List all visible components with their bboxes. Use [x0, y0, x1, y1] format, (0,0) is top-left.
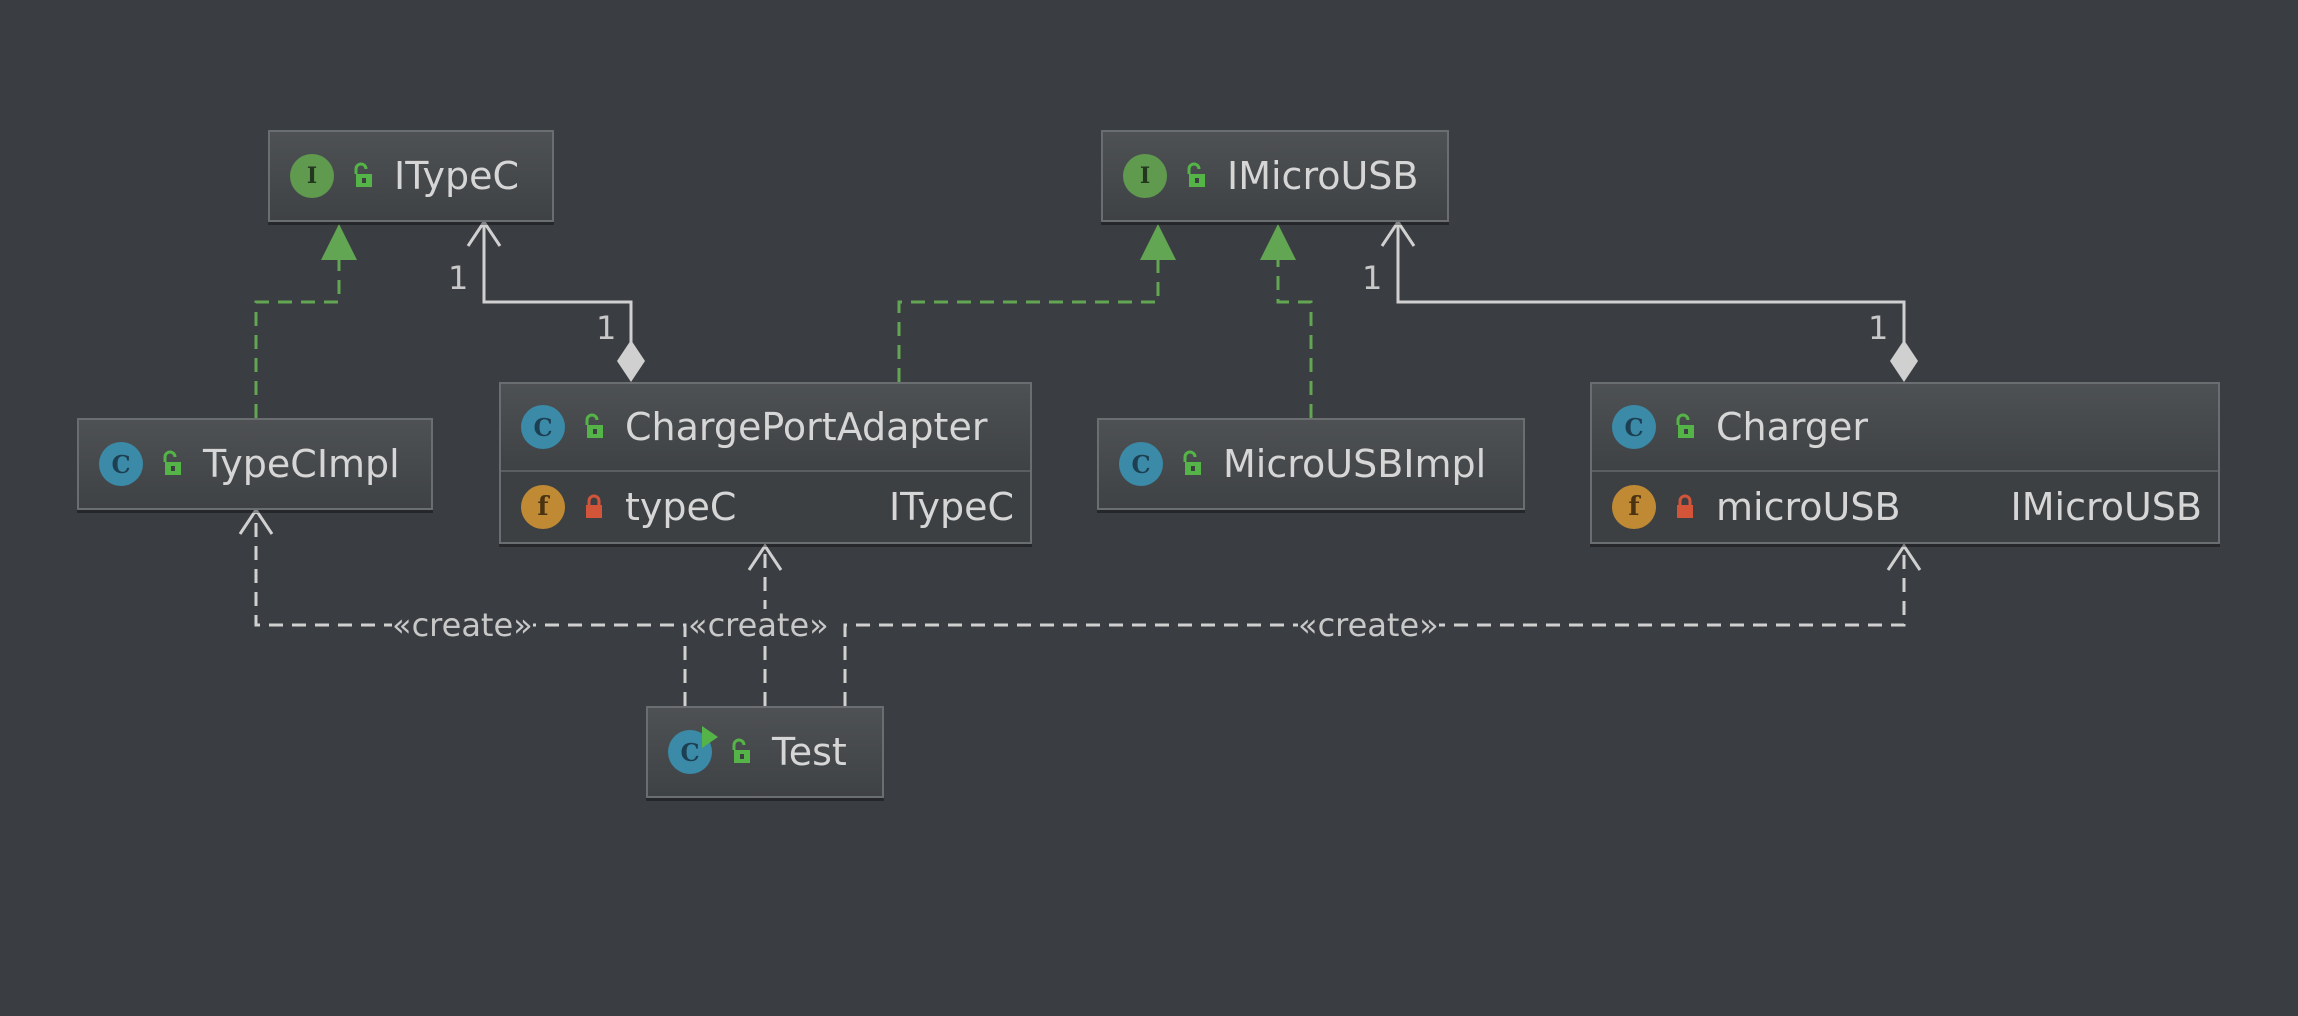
- class-icon: C: [668, 726, 718, 774]
- class-icon: C: [99, 442, 143, 486]
- node-test[interactable]: C Test: [646, 706, 884, 798]
- association-arrowhead-imicrousb: [1380, 219, 1416, 247]
- dependency-arrowhead-adapter: [747, 543, 783, 571]
- interface-icon: I: [1123, 154, 1167, 198]
- realization-arrowhead-imicrousb-b: [1260, 224, 1296, 260]
- node-title: TypeCImpl: [203, 442, 400, 486]
- realization-microusbimpl-imicrousb: [1276, 258, 1313, 418]
- locked-padlock-icon: [579, 492, 609, 522]
- realization-adapter-imicrousb: [897, 258, 1160, 382]
- node-title: ITypeC: [394, 154, 520, 198]
- multiplicity-itypec: 1: [448, 259, 469, 297]
- node-charger[interactable]: C Charger f microUSB IMicroUSB: [1590, 382, 2220, 544]
- field-name: microUSB: [1716, 485, 1901, 529]
- realization-arrowhead-itypec: [321, 224, 357, 260]
- realization-arrowhead-imicrousb-a: [1140, 224, 1176, 260]
- stereotype-create-charger: «create»: [1298, 606, 1439, 644]
- field-name: typeC: [625, 485, 737, 529]
- node-typecimpl[interactable]: C TypeCImpl: [77, 418, 433, 510]
- unlocked-padlock-icon: [1670, 412, 1700, 442]
- node-title: MicroUSBImpl: [1223, 442, 1487, 486]
- field-type: ITypeC: [888, 485, 1014, 529]
- class-icon: C: [1612, 405, 1656, 449]
- node-title: ChargePortAdapter: [625, 405, 988, 449]
- unlocked-padlock-icon: [579, 412, 609, 442]
- field-icon: f: [521, 485, 565, 529]
- unlocked-padlock-icon: [157, 449, 187, 479]
- unlocked-padlock-icon: [1181, 161, 1211, 191]
- association-arrowhead-itypec: [466, 219, 502, 247]
- realization-typecimpl-itypec: [254, 258, 341, 418]
- field-type: IMicroUSB: [2010, 485, 2202, 529]
- interface-icon: I: [290, 154, 334, 198]
- association-charger-imicrousb: [1396, 224, 1906, 342]
- composition-diamond-adapter: [617, 340, 645, 382]
- node-microusbimpl[interactable]: C MicroUSBImpl: [1097, 418, 1525, 510]
- multiplicity-charger: 1: [1868, 309, 1889, 347]
- field-row[interactable]: f microUSB IMicroUSB: [1592, 470, 2218, 542]
- composition-diamond-charger: [1890, 340, 1918, 382]
- locked-padlock-icon: [1670, 492, 1700, 522]
- node-title: IMicroUSB: [1227, 154, 1419, 198]
- field-icon: f: [1612, 485, 1656, 529]
- unlocked-padlock-icon: [348, 161, 378, 191]
- multiplicity-adapter: 1: [596, 309, 617, 347]
- stereotype-create-typecimpl: «create»: [392, 606, 533, 644]
- dependency-arrowhead-charger: [1886, 543, 1922, 571]
- association-adapter-itypec: [482, 224, 633, 342]
- node-title: Charger: [1716, 405, 1868, 449]
- node-title: Test: [772, 730, 847, 774]
- unlocked-padlock-icon: [1177, 449, 1207, 479]
- node-imicrousb[interactable]: I IMicroUSB: [1101, 130, 1449, 222]
- dependency-arrowhead-typecimpl: [238, 507, 274, 535]
- badge-letter: C: [680, 737, 700, 767]
- class-icon: C: [1119, 442, 1163, 486]
- stereotype-create-adapter: «create»: [688, 606, 829, 644]
- run-triangle-icon: [702, 726, 718, 748]
- unlocked-padlock-icon: [726, 737, 756, 767]
- multiplicity-imicrousb: 1: [1362, 259, 1383, 297]
- node-chargeportadapter[interactable]: C ChargePortAdapter f typeC ITypeC: [499, 382, 1032, 544]
- class-icon: C: [521, 405, 565, 449]
- field-row[interactable]: f typeC ITypeC: [501, 470, 1030, 542]
- node-itypec[interactable]: I ITypeC: [268, 130, 554, 222]
